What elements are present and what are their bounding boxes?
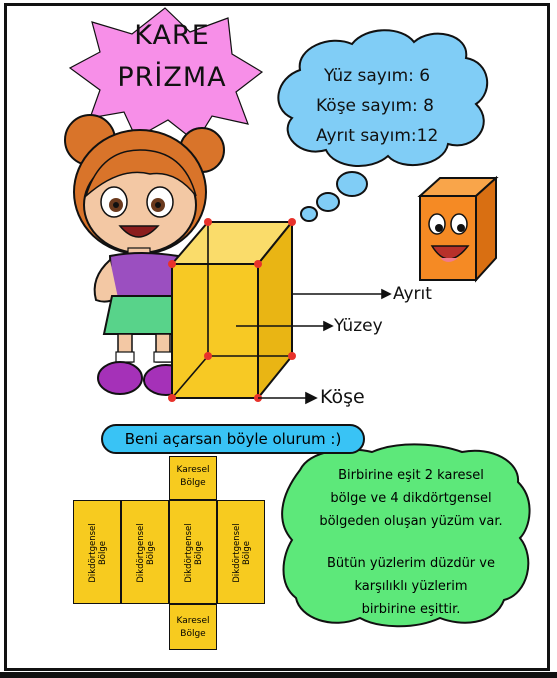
net-rect-face-1-text: Dikdörtgensel Bölge [88, 523, 108, 582]
title-line-2: PRİZMA [117, 62, 227, 93]
face-count-text: Yüz sayım: 6 [324, 66, 431, 86]
vertex-count-text: Köşe sayım: 8 [316, 96, 434, 116]
info-blob-shape [281, 443, 531, 628]
net-square-top-l1: Karesel [176, 465, 210, 475]
info-line-3: bölgeden oluşan yüzüm var. [319, 514, 503, 529]
edge-label: Ayrıt [393, 284, 432, 304]
girl-icon [64, 114, 225, 396]
net-rect-face-1-l1: Dikdörtgensel [88, 523, 98, 583]
net-square-bottom: Karesel Bölge [169, 604, 217, 650]
bottom-bar [0, 672, 557, 678]
net-square-bottom-l1: Karesel [176, 616, 210, 626]
net-rect-face: Dikdörtgensel Bölge [121, 500, 169, 604]
net-rect-face-3-l2: Bölge [194, 540, 204, 566]
info-line-5: karşılıklı yüzlerim [354, 579, 468, 594]
net-square-bottom-l2: Bölge [180, 629, 206, 639]
info-line-6: birbirine eşittir. [361, 602, 461, 617]
orange-cube-icon [417, 175, 499, 283]
pointer-arrows [236, 288, 392, 405]
info-line-2: bölge ve 4 dikdörtgensel [330, 491, 492, 506]
net-rect-face-3-l1: Dikdörtgensel [184, 523, 194, 583]
vertex-label: Köşe [320, 386, 365, 408]
net-rect-face-4-l2: Bölge [242, 540, 252, 566]
net-rect-face-2-text: Dikdörtgensel Bölge [136, 523, 156, 582]
net-rect-face-1-l2: Bölge [98, 540, 108, 566]
info-text-block-1: Birbirine eşit 2 karesel bölge ve 4 dikd… [298, 464, 524, 533]
title-line-1: KARE [134, 20, 210, 51]
net-square-top-l2: Bölge [180, 478, 206, 488]
net-rect-face-2-l1: Dikdörtgensel [136, 523, 146, 583]
net-rect-face: Dikdörtgensel Bölge [217, 500, 265, 604]
info-line-4: Bütün yüzlerim düzdür ve [327, 556, 495, 571]
edge-count-text: Ayrıt sayım:12 [316, 126, 439, 146]
net-rect-face: Dikdörtgensel Bölge [73, 500, 121, 604]
net-square-top: Karesel Bölge [169, 456, 217, 500]
net-rect-face-4-text: Dikdörtgensel Bölge [232, 523, 252, 582]
title-star-shape [68, 7, 264, 143]
face-label: Yüzey [334, 316, 383, 336]
thought-cloud-icon [277, 29, 489, 222]
info-line-1: Birbirine eşit 2 karesel [338, 468, 484, 483]
net-rect-face: Dikdörtgensel Bölge [169, 500, 217, 604]
net-rect-face-3-text: Dikdörtgensel Bölge [184, 523, 204, 582]
net-rect-face-2-l2: Bölge [146, 540, 156, 566]
net-caption: Beni açarsan böyle olurum :) [101, 424, 365, 454]
net-rect-face-4-l1: Dikdörtgensel [232, 523, 242, 583]
square-prism-icon [168, 218, 296, 402]
info-text-block-2: Bütün yüzlerim düzdür ve karşılıklı yüzl… [298, 552, 524, 621]
page-border [4, 3, 550, 671]
